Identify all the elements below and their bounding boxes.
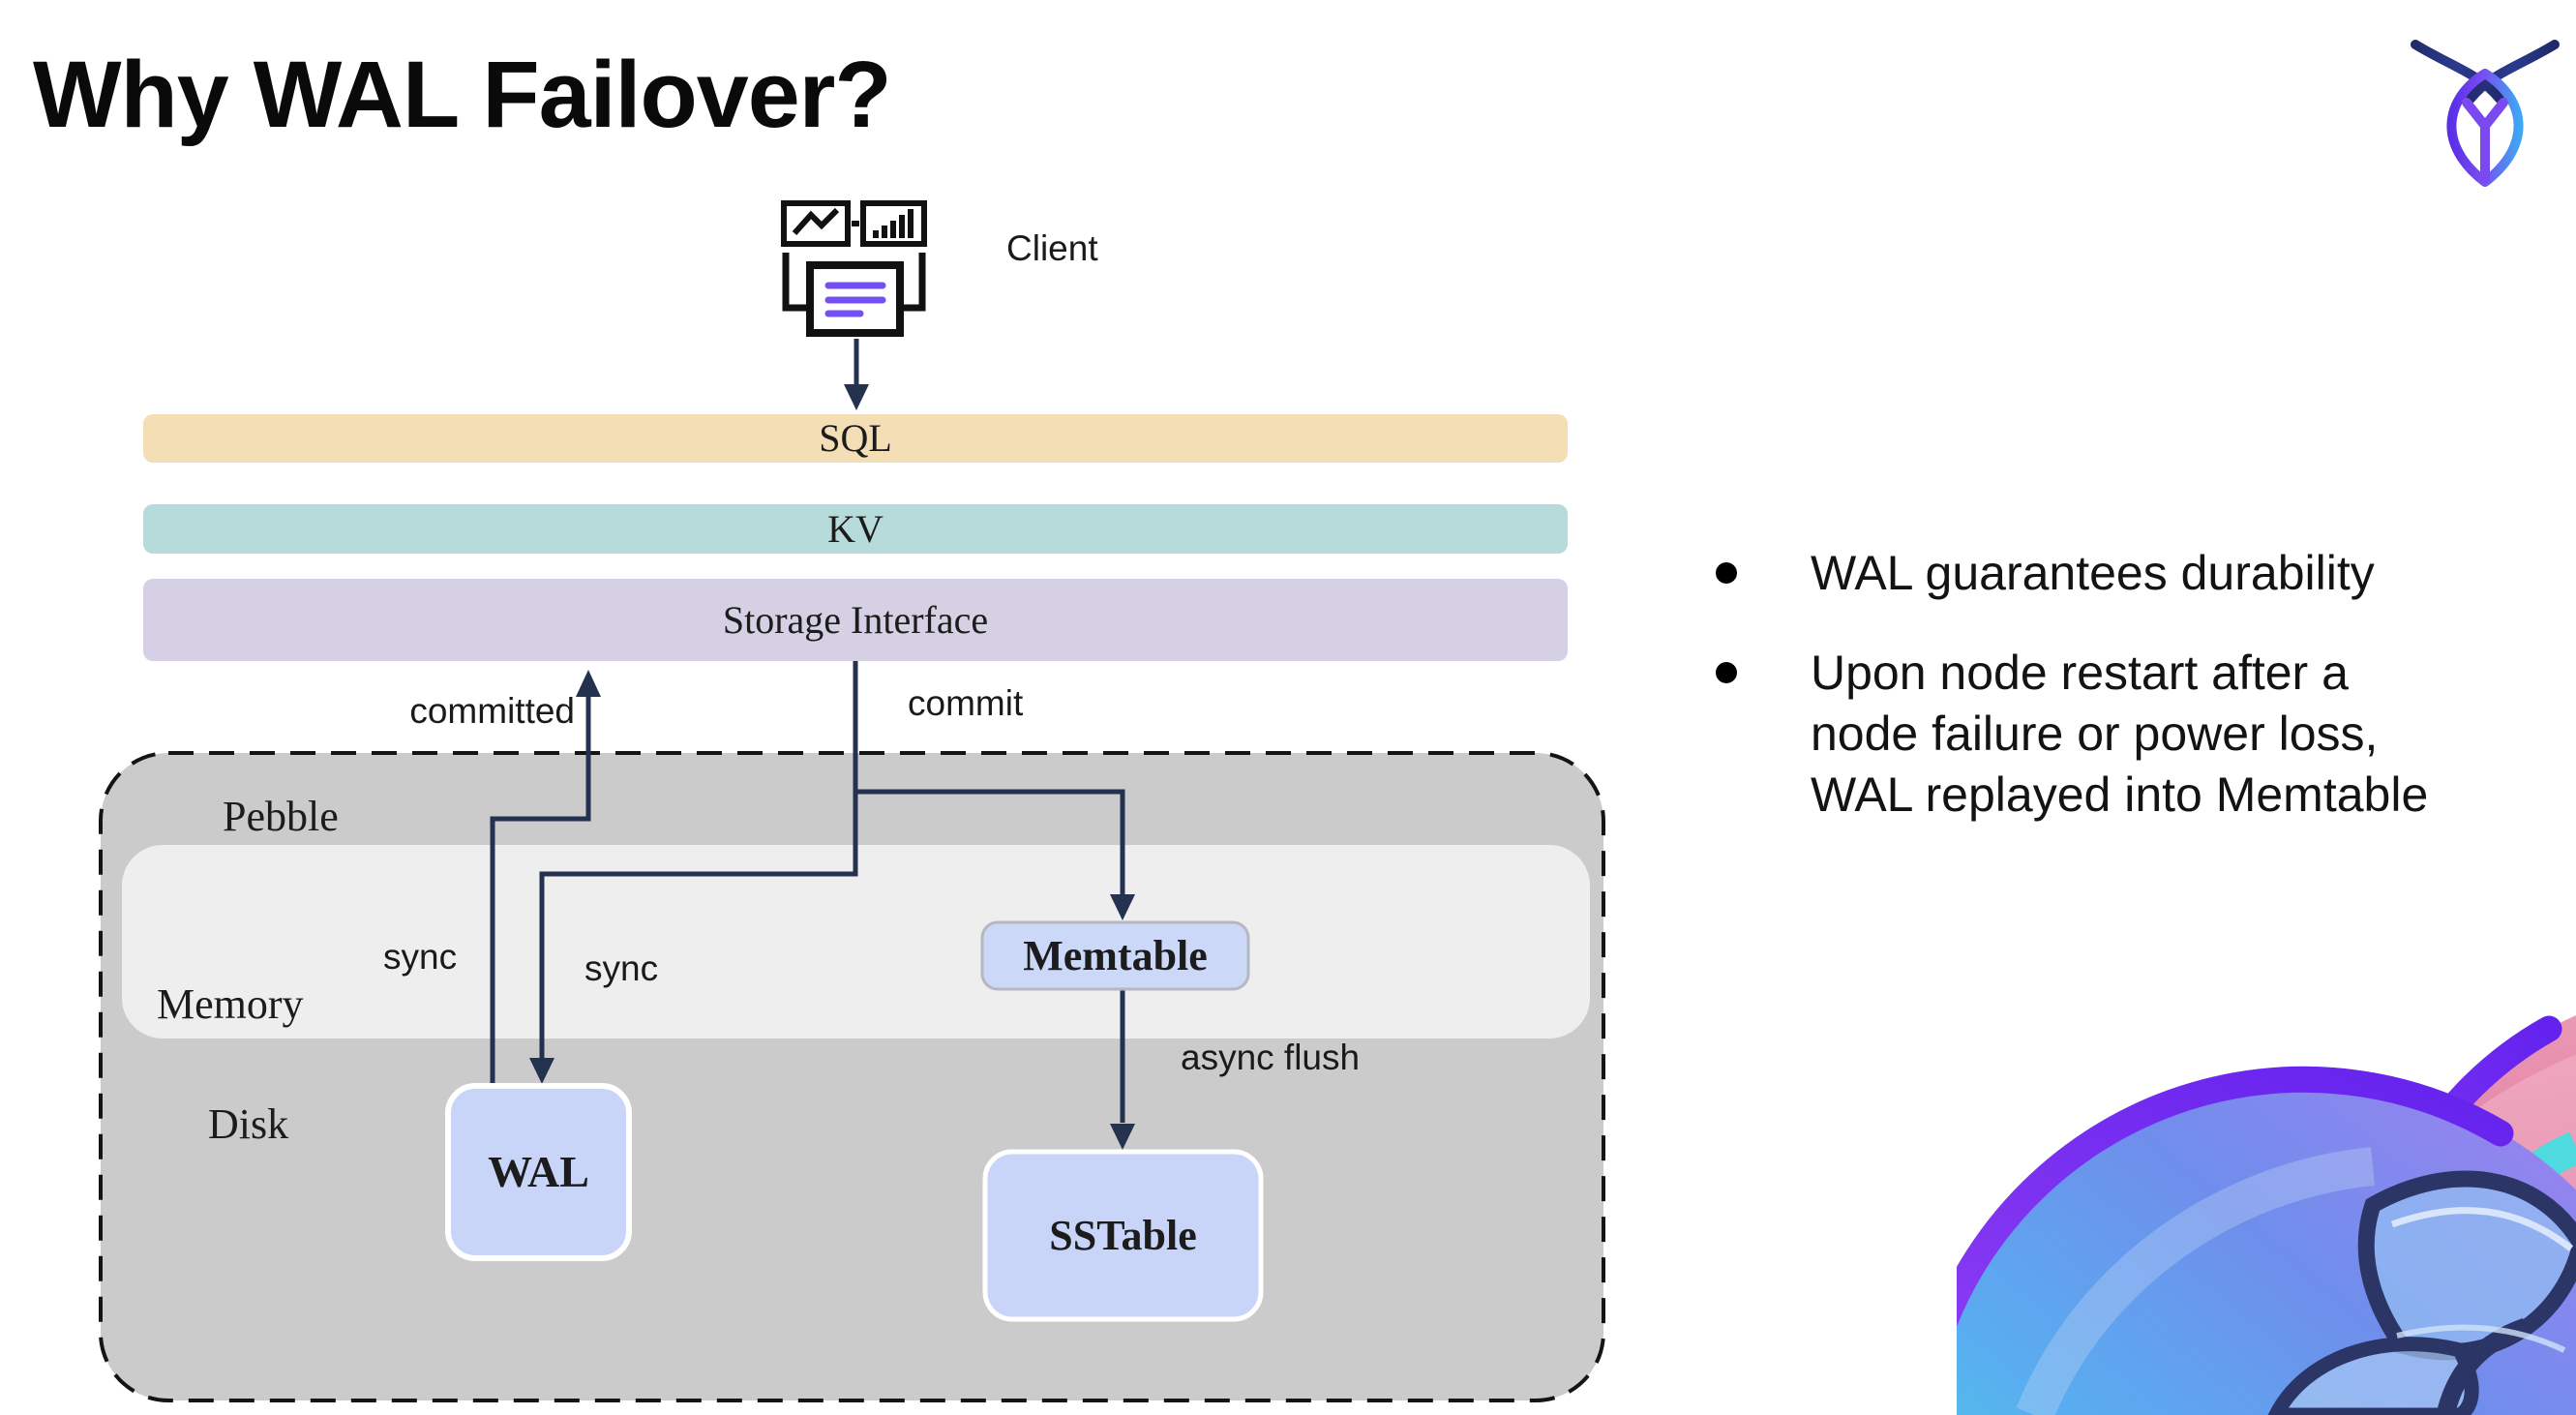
pebble-container bbox=[99, 751, 1605, 1402]
wal-box bbox=[445, 1083, 632, 1261]
sstable-box bbox=[982, 1149, 1264, 1322]
layer-storage-label: Storage Interface bbox=[722, 598, 989, 642]
edge-label-commit: commit bbox=[908, 683, 1024, 723]
connectors bbox=[490, 339, 1135, 1150]
layer-kv-label: KV bbox=[827, 507, 884, 551]
line-chart-icon bbox=[781, 200, 851, 247]
brand-art bbox=[1957, 1014, 2576, 1415]
bracket-right bbox=[901, 253, 926, 312]
wal-node-label: WAL bbox=[488, 1147, 589, 1196]
bullet-list: WAL guarantees durability Upon node rest… bbox=[1716, 543, 2428, 826]
edge-label-sync-wal: sync bbox=[383, 937, 458, 977]
memtable-box bbox=[980, 920, 1250, 991]
commit-to-memtable-line bbox=[855, 789, 1125, 895]
client-workstation-icon bbox=[781, 200, 927, 337]
document-icon bbox=[806, 261, 904, 337]
pebble-label: Pebble bbox=[223, 793, 339, 840]
bullet-text-line: WAL replayed into Memtable bbox=[1811, 768, 2429, 822]
arrowhead-client bbox=[844, 384, 869, 410]
memtable-node-label: Memtable bbox=[1023, 932, 1208, 979]
memory-label: Memory bbox=[157, 980, 304, 1028]
layer-sql-label: SQL bbox=[819, 416, 892, 460]
bullet-text-line: node failure or power loss, bbox=[1811, 707, 2379, 761]
client-label: Client bbox=[1006, 228, 1098, 268]
commit-to-wal-line bbox=[539, 661, 858, 1059]
layer-sql-bar bbox=[143, 414, 1568, 463]
list-item: Upon node restart after a node failure o… bbox=[1716, 643, 2428, 826]
bullet-icon bbox=[1716, 662, 1737, 683]
bullet-text-line: Upon node restart after a bbox=[1811, 646, 2349, 700]
cockroachdb-logo-icon bbox=[2411, 40, 2560, 187]
bracket-left bbox=[782, 253, 807, 312]
page-title: Why WAL Failover? bbox=[33, 42, 892, 147]
edge-label-async-flush: async flush bbox=[1181, 1038, 1361, 1077]
list-item: WAL guarantees durability bbox=[1716, 543, 2428, 604]
sstable-node-label: SSTable bbox=[1049, 1212, 1197, 1259]
bar-chart-icon bbox=[860, 200, 927, 247]
edge-label-committed: committed bbox=[409, 691, 575, 731]
arrowhead-sstable bbox=[1110, 1124, 1135, 1150]
layer-storage-bar bbox=[143, 579, 1568, 661]
layer-bars bbox=[143, 414, 1568, 661]
arrowhead-committed bbox=[576, 670, 601, 697]
arrowhead-wal bbox=[529, 1058, 554, 1084]
node-boxes bbox=[445, 920, 1264, 1322]
bullet-icon bbox=[1716, 562, 1737, 584]
edge-label-sync-commit: sync bbox=[584, 948, 659, 988]
arrowhead-memtable bbox=[1110, 894, 1135, 920]
bullet-text-line: WAL guarantees durability bbox=[1811, 546, 2375, 600]
disk-label: Disk bbox=[208, 1100, 289, 1148]
committed-arrow bbox=[490, 697, 591, 1086]
layer-kv-bar bbox=[143, 504, 1568, 554]
